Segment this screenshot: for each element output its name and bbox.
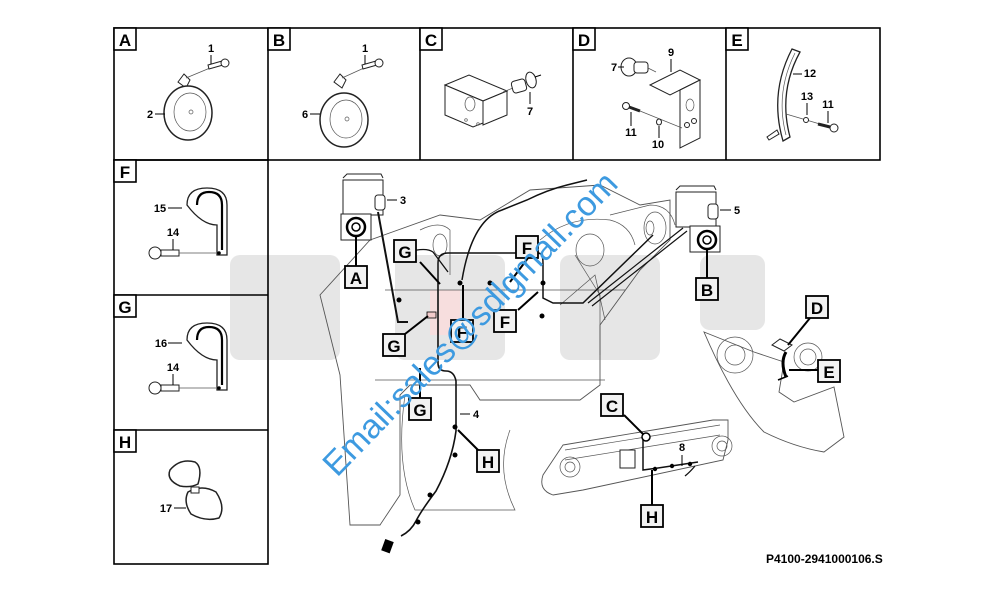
item-number-5: 5 — [734, 205, 740, 217]
panel-label-box — [113, 27, 137, 51]
switch-housing-icon — [443, 74, 509, 128]
svg-text:F: F — [457, 323, 467, 342]
svg-text:F: F — [522, 239, 532, 258]
item-number: 6 — [302, 109, 308, 121]
callout-tag-b: B — [695, 277, 719, 301]
detail-panel-f: F 15 14 — [113, 159, 228, 260]
horn-assembly-left — [340, 173, 386, 241]
loader-frame-outline — [319, 184, 676, 526]
switch-icon — [502, 71, 542, 94]
bolt-icon — [622, 102, 683, 129]
item-number-3: 3 — [400, 195, 406, 207]
bracket-icon — [648, 69, 702, 149]
panel-label-box — [725, 27, 749, 51]
item-number: 12 — [804, 68, 816, 80]
item-number: 1 — [362, 43, 368, 55]
bolt-icon — [148, 381, 216, 395]
item-number: 14 — [167, 227, 180, 239]
svg-text:B: B — [701, 281, 713, 300]
panel-label: A — [119, 31, 131, 50]
item-number: 16 — [155, 338, 167, 350]
detail-panel-h: H 17 — [113, 429, 223, 521]
callout-tag-f: F — [515, 235, 539, 259]
callout-tag-d: D — [805, 295, 829, 319]
bolt-icon — [148, 246, 216, 260]
rear-pivot-assembly — [703, 331, 845, 453]
callout-tag-c: C — [600, 393, 624, 417]
panel-label-box — [267, 27, 291, 51]
svg-text:H: H — [482, 453, 494, 472]
callout-tag-f: F — [493, 309, 517, 333]
left-column-frame — [113, 159, 269, 565]
callout-tag-e: E — [817, 359, 841, 383]
panel-label-box — [572, 27, 596, 51]
item-number-8: 8 — [679, 442, 685, 454]
callout-tag-a: A — [344, 265, 368, 289]
svg-text:G: G — [398, 243, 411, 262]
item-number: 13 — [801, 91, 813, 103]
callout-tag-g: G — [408, 397, 432, 421]
item-number: 2 — [147, 109, 153, 121]
bolt-icon — [817, 122, 839, 133]
panel-label-box — [113, 159, 137, 183]
item-number: 7 — [527, 106, 533, 118]
clamp-icon — [186, 187, 228, 256]
panel-label: G — [118, 298, 131, 317]
main-assembly-view: 3 4 5 8 A B — [319, 173, 845, 554]
item-number: 9 — [668, 47, 674, 59]
cable-tie-icon — [168, 460, 223, 521]
boom-cylinder-assembly — [541, 419, 733, 496]
panel-label: C — [425, 31, 437, 50]
item-number: 14 — [167, 362, 180, 374]
detail-panel-a: A 1 2 — [113, 27, 230, 141]
brand-watermark — [230, 255, 765, 360]
item-number: 10 — [652, 139, 664, 151]
detail-panel-c: C 7 — [419, 27, 542, 128]
svg-text:C: C — [606, 397, 618, 416]
item-number: 15 — [154, 203, 166, 215]
panel-label: D — [578, 31, 590, 50]
horn-assembly-right — [675, 185, 721, 253]
panel-label: B — [273, 31, 285, 50]
svg-text:F: F — [500, 313, 510, 332]
washer-icon — [803, 117, 809, 123]
svg-text:A: A — [350, 269, 362, 288]
detail-panel-d: D 7 9 11 10 — [572, 27, 702, 151]
item-number: 1 — [208, 43, 214, 55]
item-number: 11 — [625, 127, 637, 139]
callout-leaders — [355, 236, 818, 505]
callout-tag-f: F — [450, 319, 474, 343]
panel-label-box — [113, 429, 137, 453]
item-number-4: 4 — [473, 409, 480, 421]
detail-panel-g: G 16 14 — [113, 294, 228, 395]
callout-tag-h: H — [476, 449, 500, 473]
item-number: 11 — [822, 99, 834, 111]
callout-tag-g: G — [393, 239, 417, 263]
clamp-icon — [186, 322, 228, 391]
panel-label-box — [419, 27, 443, 51]
panel-label: E — [731, 31, 742, 50]
bolt-icon — [341, 58, 384, 79]
detail-panel-b: B 1 6 — [267, 27, 384, 148]
detail-panel-e: E 12 13 11 — [725, 27, 839, 142]
washer-icon — [656, 118, 662, 126]
panel-label: F — [120, 163, 130, 182]
panel-label: H — [119, 433, 131, 452]
item-number: 7 — [611, 62, 617, 74]
item-number: 17 — [160, 503, 172, 515]
svg-text:E: E — [823, 363, 834, 382]
callout-tag-h: H — [640, 504, 664, 528]
svg-text:G: G — [387, 337, 400, 356]
panel-label-box — [113, 294, 137, 318]
svg-text:H: H — [646, 508, 658, 527]
bolt-icon — [185, 58, 230, 79]
svg-text:G: G — [413, 401, 426, 420]
svg-text:D: D — [811, 299, 823, 318]
callout-tag-g: G — [382, 333, 406, 357]
drawing-code: P4100-2941000106.S — [766, 552, 883, 566]
cable-guard-icon — [766, 48, 801, 142]
